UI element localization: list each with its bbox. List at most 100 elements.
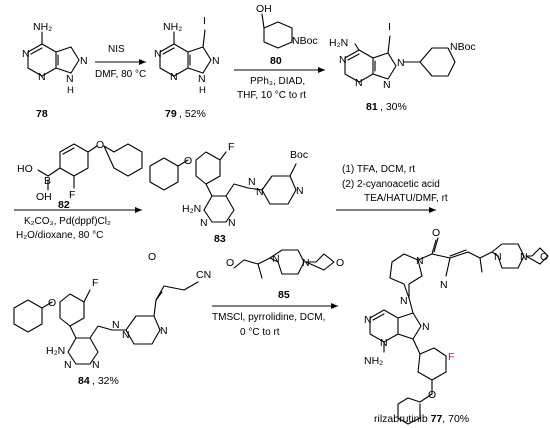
atom-n: N bbox=[380, 337, 388, 349]
compound-85-structure bbox=[233, 249, 335, 279]
compound-83-number: 83 bbox=[214, 233, 226, 245]
atom-o: O bbox=[148, 251, 156, 263]
compound-79-structure bbox=[159, 29, 212, 77]
compound-85-number: 85 bbox=[278, 289, 290, 301]
atom-f: F bbox=[228, 141, 234, 153]
atom-n: N bbox=[92, 359, 100, 371]
arrowhead bbox=[135, 207, 142, 213]
step-3-conditions-1: K₂CO₃, Pd(dppf)Cl₂ bbox=[24, 216, 111, 227]
atom-n: N bbox=[154, 48, 162, 60]
compound-83-structure bbox=[149, 151, 297, 223]
atom-n: N bbox=[122, 329, 130, 341]
atom-nh2: NH₂ bbox=[33, 21, 52, 33]
atom-f: F bbox=[92, 277, 98, 289]
atom-i: I bbox=[203, 15, 206, 27]
compound-84-structure bbox=[13, 281, 199, 365]
atom-i: I bbox=[388, 21, 391, 33]
atom-n: N bbox=[302, 257, 310, 269]
atom-nboc: NBoc bbox=[450, 41, 476, 53]
compound-80-structure bbox=[261, 13, 293, 49]
atom-o: O bbox=[428, 389, 436, 401]
atom-nh2: H₂N bbox=[182, 203, 201, 215]
atom-ho: HO bbox=[17, 163, 33, 175]
step-4-conditions-3: TEA/HATU/DMF, rt bbox=[364, 193, 448, 204]
atom-nh2: H₂N bbox=[46, 345, 65, 357]
atom-n: N bbox=[422, 321, 430, 333]
atom-nh2: NH₂ bbox=[163, 21, 182, 33]
atom-n: N bbox=[364, 314, 372, 326]
compound-80-number: 80 bbox=[270, 55, 282, 67]
step-1-reagent: NIS bbox=[108, 44, 125, 55]
compound-79-yield: , 52% bbox=[179, 108, 206, 120]
compound-82-structure bbox=[37, 143, 143, 191]
arrowhead bbox=[139, 59, 146, 65]
atom-h: H bbox=[199, 85, 206, 96]
atom-nboc: NBoc bbox=[292, 35, 318, 47]
compound-77-yield: , 70% bbox=[442, 413, 469, 425]
compound-84-yield: , 32% bbox=[92, 375, 119, 387]
atom-n: N bbox=[383, 79, 391, 91]
atom-n: N bbox=[200, 217, 208, 229]
step-5-conditions-2: 0 °C to rt bbox=[240, 327, 280, 338]
atom-o: O bbox=[226, 257, 234, 269]
arrowhead bbox=[318, 67, 325, 73]
compound-77-label: rilzabrutinib 77, 70% bbox=[374, 413, 469, 425]
atom-n: N bbox=[228, 217, 236, 229]
atom-n: N bbox=[494, 251, 502, 263]
atom-boc: Boc bbox=[290, 149, 308, 161]
compound-78-number: 78 bbox=[36, 108, 48, 120]
compound-78-structure bbox=[27, 31, 80, 77]
atom-n: N bbox=[38, 71, 46, 83]
atom-n: N bbox=[64, 359, 72, 371]
step-4-conditions-2: (2) 2-cyanoacetic acid bbox=[342, 179, 440, 190]
atom-n: N bbox=[296, 185, 304, 197]
step-2-conditions-2: THF, 10 °C to rt bbox=[237, 90, 306, 101]
step-1-conditions: DMF, 80 °C bbox=[95, 69, 146, 80]
atom-f: F bbox=[448, 351, 454, 363]
compound-82-number: 82 bbox=[58, 199, 70, 211]
atom-n: N bbox=[80, 55, 88, 67]
atom-nh: N bbox=[198, 73, 206, 85]
atom-o: O bbox=[184, 155, 192, 167]
atom-n: N bbox=[520, 251, 528, 263]
atom-nh: N bbox=[66, 73, 74, 85]
atom-n: N bbox=[112, 319, 120, 331]
atom-oh: OH bbox=[36, 191, 52, 203]
compound-84-number: 84 bbox=[78, 375, 90, 387]
step-4-conditions-1: (1) TFA, DCM, rt bbox=[342, 164, 415, 175]
atom-n: N bbox=[440, 279, 448, 291]
atom-cn: CN bbox=[196, 269, 211, 281]
compound-81-yield: , 30% bbox=[380, 101, 407, 113]
atom-o: O bbox=[432, 227, 440, 239]
compound-77-structure bbox=[369, 237, 549, 425]
arrowhead bbox=[331, 303, 338, 309]
atom-n: N bbox=[272, 253, 280, 265]
atom-n: N bbox=[22, 48, 30, 60]
atom-f: F bbox=[69, 189, 75, 201]
atom-n: N bbox=[416, 255, 424, 267]
step-5-conditions-1: TMSCl, pyrrolidine, DCM, bbox=[212, 312, 325, 323]
atom-o: O bbox=[336, 257, 344, 269]
atom-n: N bbox=[212, 55, 220, 67]
atom-o: O bbox=[540, 251, 548, 263]
atom-n: N bbox=[170, 71, 178, 83]
atom-oh: OH bbox=[256, 3, 272, 15]
atom-n: N bbox=[339, 54, 347, 66]
atom-nh2: NH₂ bbox=[364, 355, 383, 367]
atom-o: O bbox=[48, 297, 56, 309]
atom-h: H bbox=[67, 85, 74, 96]
atom-n: N bbox=[160, 325, 168, 337]
compound-79-number: 79 bbox=[165, 108, 177, 120]
atom-n: N bbox=[397, 57, 405, 69]
compound-77-number: 77 bbox=[431, 413, 443, 425]
compound-81-number: 81 bbox=[366, 101, 378, 113]
atom-n: N bbox=[355, 77, 363, 89]
atom-nh2: H₂N bbox=[329, 37, 348, 49]
atom-b: B bbox=[44, 175, 51, 187]
arrowhead bbox=[429, 207, 436, 213]
atom-n: N bbox=[256, 186, 264, 198]
atom-n: N bbox=[400, 295, 408, 307]
atom-n: N bbox=[248, 176, 256, 188]
compound-77-name-text: rilzabrutinib bbox=[374, 413, 431, 425]
